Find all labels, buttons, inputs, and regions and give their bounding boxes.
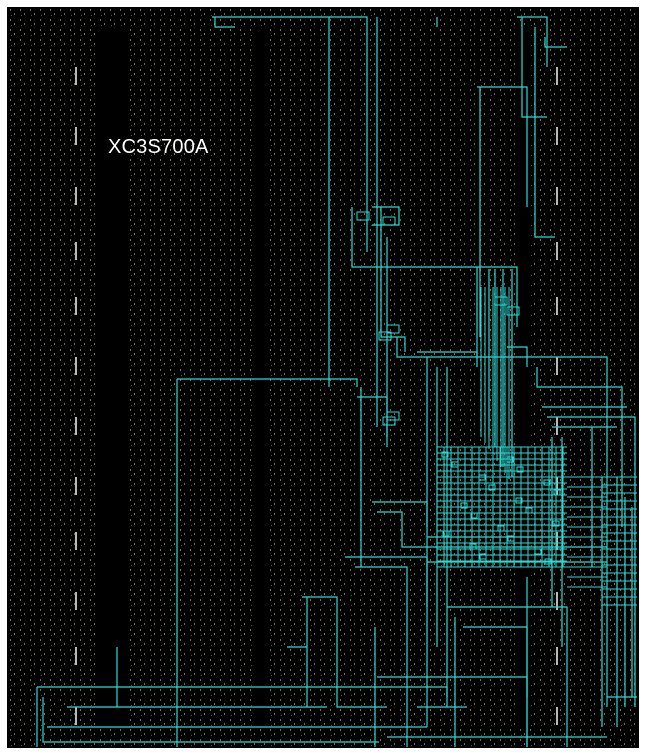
bram-mark [75, 592, 77, 610]
routing-net [494, 296, 508, 306]
routing-net [521, 17, 547, 118]
bram-mark [556, 297, 558, 315]
bram-mark [75, 417, 77, 435]
routing-net [177, 378, 358, 387]
routing-net [479, 553, 487, 560]
bram-mark [556, 67, 558, 85]
bram-mark [75, 477, 77, 495]
bram-mark [556, 647, 558, 665]
bram-mark [75, 707, 77, 725]
routing-net [377, 511, 427, 548]
routing-net [357, 396, 388, 437]
routing-net [378, 331, 392, 341]
routing-net [525, 507, 533, 514]
routing-net [470, 512, 478, 519]
routing-net [544, 37, 567, 48]
routing-net [547, 416, 636, 707]
routing-net [534, 27, 555, 238]
bram-mark [75, 67, 77, 85]
bram-mark [75, 357, 77, 375]
routing-net [372, 501, 428, 527]
routing-net [214, 17, 235, 28]
bram-column-left [252, 27, 266, 727]
bram-mark [556, 592, 558, 610]
device-label: XC3S700A [108, 136, 209, 158]
routing-net [552, 520, 560, 527]
routing-net [534, 548, 542, 555]
routing-net [382, 216, 396, 226]
routing-net [506, 306, 520, 316]
routing-net [544, 558, 552, 565]
routing-net [356, 211, 370, 221]
routing-net [380, 207, 406, 352]
routing-nets [36, 16, 637, 747]
bram-mark [556, 187, 558, 205]
routing-net [386, 324, 400, 334]
routing-net [553, 489, 561, 496]
bram-mark [75, 532, 77, 550]
bram-mark [556, 242, 558, 260]
routing-net [351, 207, 518, 327]
bram-marks [75, 67, 558, 725]
bram-mark [75, 297, 77, 315]
bram-mark [556, 417, 558, 435]
routing-net [506, 456, 514, 463]
bram-mark [556, 357, 558, 375]
bram-mark [556, 127, 558, 145]
routing-net [469, 543, 477, 550]
bram-mark [75, 242, 77, 260]
fpga-routing-canvas[interactable]: XC3S700A [7, 7, 639, 748]
bram-mark [75, 647, 77, 665]
bram-mark [556, 707, 558, 725]
routing-net [42, 697, 379, 743]
routing-net [488, 484, 496, 491]
routing-net [441, 451, 449, 458]
routing-net [517, 16, 548, 67]
routing-net [442, 530, 450, 537]
routing-net [478, 474, 486, 481]
routing-net [497, 525, 505, 532]
bram-column-right [517, 27, 531, 727]
routing-net [396, 337, 608, 707]
routing-net [302, 596, 387, 708]
bram-mark [75, 187, 77, 205]
routing-net [417, 351, 478, 367]
routing-net [382, 416, 396, 426]
routing-net [212, 16, 368, 252]
routing-diagram [7, 7, 639, 748]
routing-net [536, 367, 623, 527]
bram-mark [75, 127, 77, 145]
clock-spine-column [100, 27, 130, 727]
routing-net [543, 479, 551, 486]
routing-net [515, 497, 523, 504]
routing-net [507, 346, 528, 367]
bram-mark [556, 532, 558, 550]
routing-net [477, 86, 528, 207]
routing-net [447, 606, 568, 747]
routing-net [516, 466, 524, 473]
routing-net [460, 502, 468, 509]
routing-net [451, 461, 459, 468]
bram-mark [556, 477, 558, 495]
routing-net [507, 535, 515, 542]
routing-net [37, 686, 448, 707]
routing-net [345, 556, 428, 727]
